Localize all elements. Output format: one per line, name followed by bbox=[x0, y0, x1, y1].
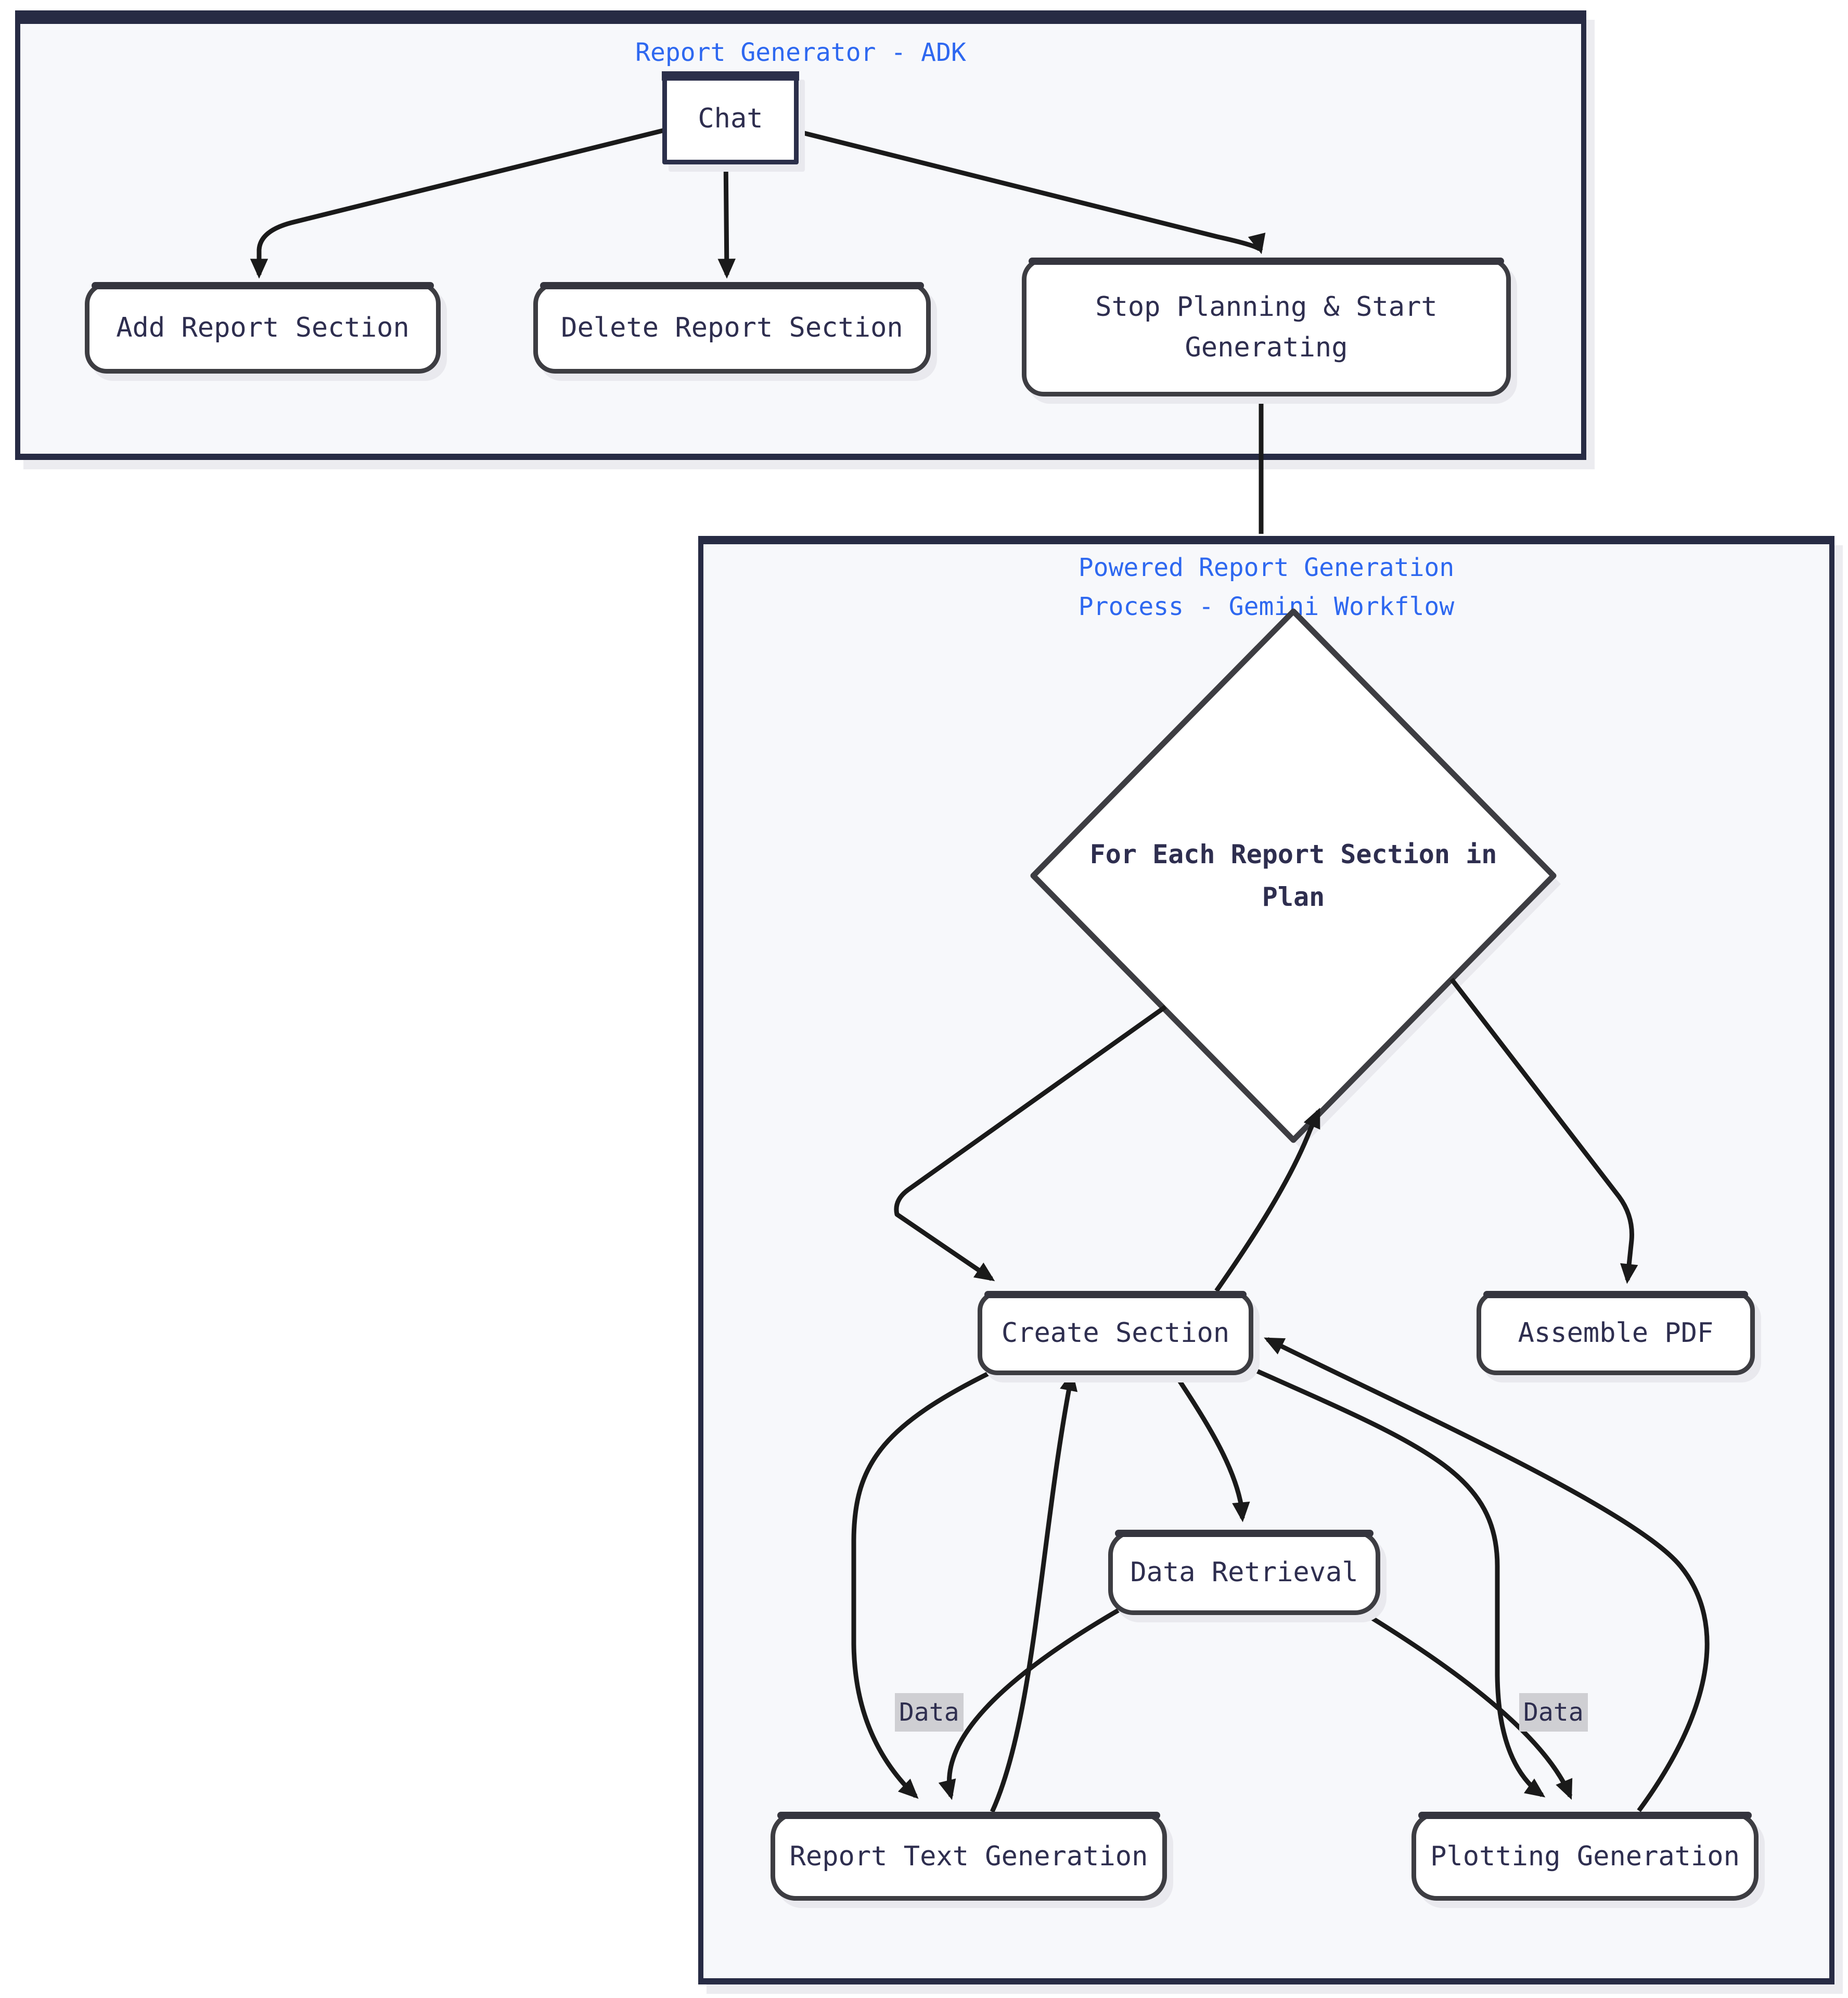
cluster-title-gemini-line1: Powered Report Generation bbox=[1078, 553, 1455, 582]
node-create-section: Create Section bbox=[978, 1291, 1253, 1375]
edge-chat-to-add bbox=[250, 127, 666, 279]
node-plotgen-label: Plotting Generation bbox=[1430, 1840, 1740, 1872]
edge-label-data-left: Data bbox=[895, 1693, 964, 1732]
edge-create-to-textgen bbox=[851, 1363, 1005, 1799]
node-assemble-topbar bbox=[1483, 1291, 1748, 1298]
node-retrieval-topbar bbox=[1115, 1530, 1374, 1537]
node-data-retrieval: Data Retrieval bbox=[1108, 1530, 1380, 1615]
node-stop-label: Stop Planning & Start Generating bbox=[1095, 291, 1438, 363]
node-delete-topbar bbox=[540, 282, 924, 289]
edge-label-data-right: Data bbox=[1519, 1693, 1588, 1732]
edge-textgen-to-create bbox=[990, 1371, 1078, 1813]
node-chat-label: Chat bbox=[698, 103, 763, 134]
node-add-label: Add Report Section bbox=[116, 312, 409, 343]
edge-plotgen-to-create bbox=[1264, 1337, 1710, 1812]
node-delete-label: Delete Report Section bbox=[561, 312, 903, 343]
node-create-label: Create Section bbox=[1001, 1317, 1230, 1349]
node-stop-topbar bbox=[1029, 258, 1504, 265]
node-add-report-section: Add Report Section bbox=[85, 282, 441, 374]
node-stop-planning-start-generating: Stop Planning & Start Generating bbox=[1022, 258, 1511, 396]
cluster-report-generator-adk: Report Generator - ADK bbox=[15, 10, 1586, 460]
node-assemble-pdf: Assemble PDF bbox=[1477, 1291, 1755, 1375]
node-foreach-label: For Each Report Section in Plan bbox=[1089, 839, 1497, 913]
edge-chat-to-delete bbox=[717, 155, 736, 279]
node-report-text-generation: Report Text Generation bbox=[771, 1812, 1167, 1901]
edge-create-to-retrieval bbox=[1167, 1364, 1250, 1522]
edge-create-to-foreach bbox=[1214, 1107, 1321, 1292]
node-chat-topbar bbox=[662, 71, 799, 81]
cluster-title-adk: Report Generator - ADK bbox=[635, 38, 966, 67]
node-retrieval-label: Data Retrieval bbox=[1130, 1557, 1358, 1588]
edge-create-to-plotgen bbox=[1247, 1364, 1546, 1798]
edge-foreach-to-assemble bbox=[1449, 978, 1638, 1284]
edge-foreach-to-create bbox=[894, 1005, 1167, 1282]
node-assemble-label: Assemble PDF bbox=[1518, 1317, 1714, 1349]
node-textgen-topbar bbox=[777, 1812, 1160, 1819]
node-create-topbar bbox=[984, 1291, 1247, 1298]
node-chat: Chat bbox=[662, 71, 799, 164]
edge-retrieval-to-textgen bbox=[938, 1604, 1128, 1800]
node-delete-report-section: Delete Report Section bbox=[533, 282, 931, 374]
cluster-title-gemini: Powered Report Generation Process - Gemi… bbox=[703, 548, 1829, 626]
node-plotting-generation: Plotting Generation bbox=[1411, 1812, 1759, 1901]
edge-chat-to-stop bbox=[795, 129, 1266, 254]
node-add-topbar bbox=[92, 282, 434, 289]
node-textgen-label: Report Text Generation bbox=[789, 1840, 1148, 1872]
node-plotgen-topbar bbox=[1418, 1812, 1752, 1819]
cluster-title-gemini-line2: Process - Gemini Workflow bbox=[1078, 592, 1455, 621]
